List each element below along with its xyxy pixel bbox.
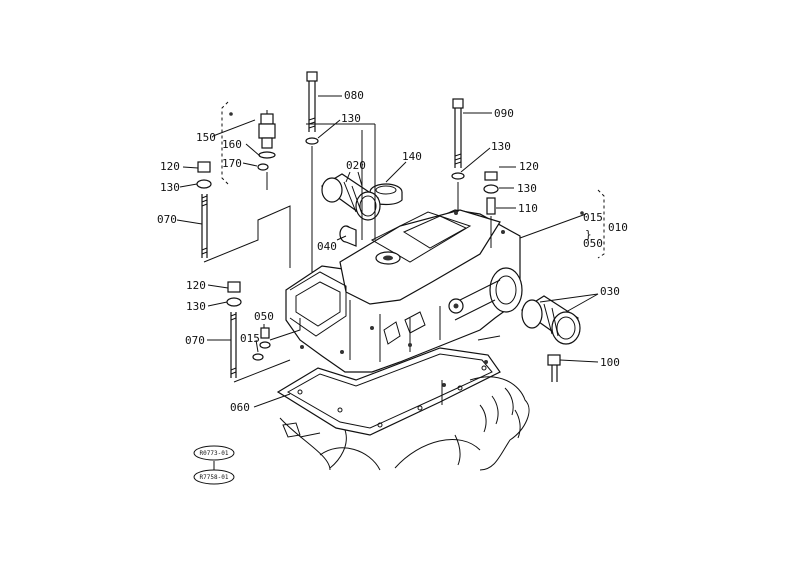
callout-130: 130: [186, 300, 206, 313]
brace-symbol: }: [585, 228, 592, 241]
bolt-080: [306, 71, 318, 132]
callout-060: 060: [230, 401, 250, 414]
stud-070-upper: [196, 161, 212, 258]
bolt-090: [452, 98, 464, 168]
callout-170: 170: [222, 157, 242, 170]
callout-030: 030: [600, 285, 620, 298]
callout-010: 010: [608, 221, 628, 234]
bushing-030: [520, 295, 581, 345]
callout-130: 130: [491, 140, 511, 153]
engine-block-silhouette: [279, 376, 530, 471]
nut-120-right: [483, 171, 499, 215]
gear-case-cover-010: [285, 209, 523, 387]
gasket-060: [276, 347, 501, 436]
callout-090: 090: [494, 107, 514, 120]
callout-015: 015: [583, 211, 603, 224]
callout-120: 120: [186, 279, 206, 292]
callout-130: 130: [160, 181, 180, 194]
callout-130: 130: [341, 112, 361, 125]
callout-120: 120: [519, 160, 539, 173]
reference-code-2: R7758-01: [200, 474, 229, 481]
pin-040: [339, 225, 357, 247]
washer-130-b: [451, 172, 465, 180]
washer-160: [258, 151, 276, 159]
callout-160: 160: [222, 138, 242, 151]
reference-code-1: R0773-01: [200, 450, 229, 457]
switch-150: [257, 110, 276, 171]
callout-080: 080: [344, 89, 364, 102]
bolt-100: [547, 354, 561, 382]
callout-labels: 080 090 130 140 130 150 160 170 020 120 …: [157, 89, 628, 414]
callout-050: 050: [254, 310, 274, 323]
callout-050: 050: [583, 237, 603, 250]
callout-110: 110: [518, 202, 538, 215]
callout-120: 120: [160, 160, 180, 173]
o-ring-170: [257, 163, 269, 171]
washer-130-a: [305, 137, 319, 145]
plug-050-left: [252, 327, 271, 361]
callout-150: 150: [196, 131, 216, 144]
callout-015: 015: [240, 332, 260, 345]
bushing-020: [320, 173, 381, 221]
callout-070: 070: [185, 334, 205, 347]
callout-130: 130: [517, 182, 537, 195]
reference-codes: R0773-01 R7758-01: [193, 445, 235, 485]
callout-070: 070: [157, 213, 177, 226]
callout-100: 100: [600, 356, 620, 369]
callout-020: 020: [346, 159, 366, 172]
leader-lines: [176, 95, 599, 470]
stud-070-lower: [226, 281, 242, 378]
assembly-lines: [203, 123, 553, 405]
callout-040: 040: [317, 240, 337, 253]
callout-140: 140: [402, 150, 422, 163]
